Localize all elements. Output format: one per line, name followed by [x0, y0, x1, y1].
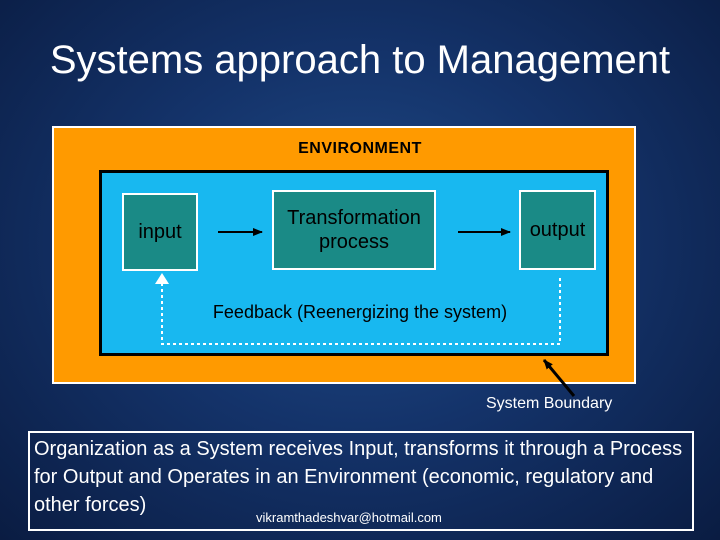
environment-label: ENVIRONMENT — [298, 140, 422, 157]
author-email: vikramthadeshvar@hotmail.com — [256, 510, 442, 525]
caption-text: Organization as a System receives Input,… — [34, 438, 683, 516]
feedback-arrowhead — [155, 273, 169, 284]
slide-title: Systems approach to Management — [49, 38, 671, 82]
system-boundary-label: System Boundary — [486, 395, 613, 412]
boundary-pointer-arrow — [542, 359, 576, 397]
input-box: input — [122, 193, 198, 271]
output-label: output — [529, 219, 586, 241]
output-box: output — [519, 190, 596, 270]
process-label: Transformation process — [287, 207, 421, 253]
feedback-label: Feedback (Reenergizing the system) — [212, 302, 508, 322]
process-box: Transformation process — [272, 190, 436, 270]
feedback-loop-line — [161, 278, 561, 345]
input-label: input — [138, 221, 182, 243]
caption-box: Organization as a System receives Input,… — [28, 431, 694, 531]
